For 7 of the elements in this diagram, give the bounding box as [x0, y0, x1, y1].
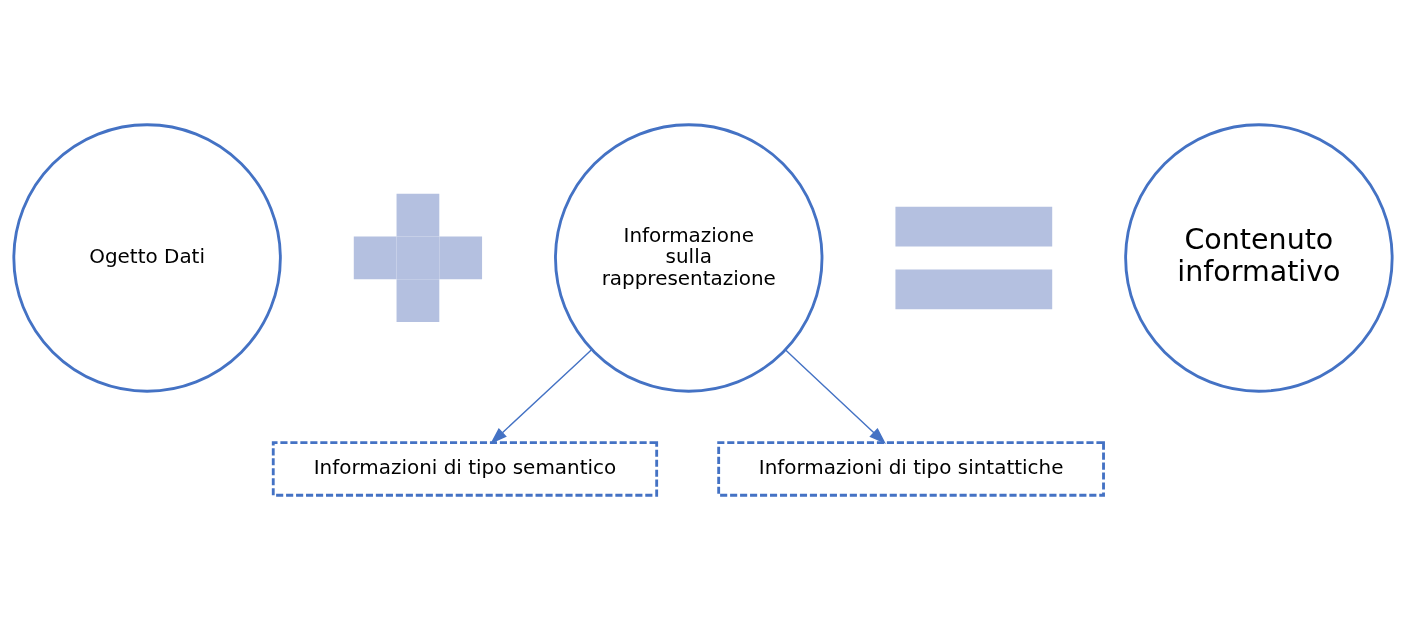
arrow — [490, 348, 592, 444]
node-circle: Contenuto informativo — [1124, 122, 1394, 393]
node-box: Informazioni di tipo sintattiche — [717, 440, 1105, 497]
arrow — [784, 348, 886, 444]
node-circle: Ogetto Dati — [12, 122, 282, 393]
node-circle: Informazione sulla rappresentazione — [554, 122, 824, 393]
node-box: Informazioni di tipo semantico — [271, 440, 659, 497]
